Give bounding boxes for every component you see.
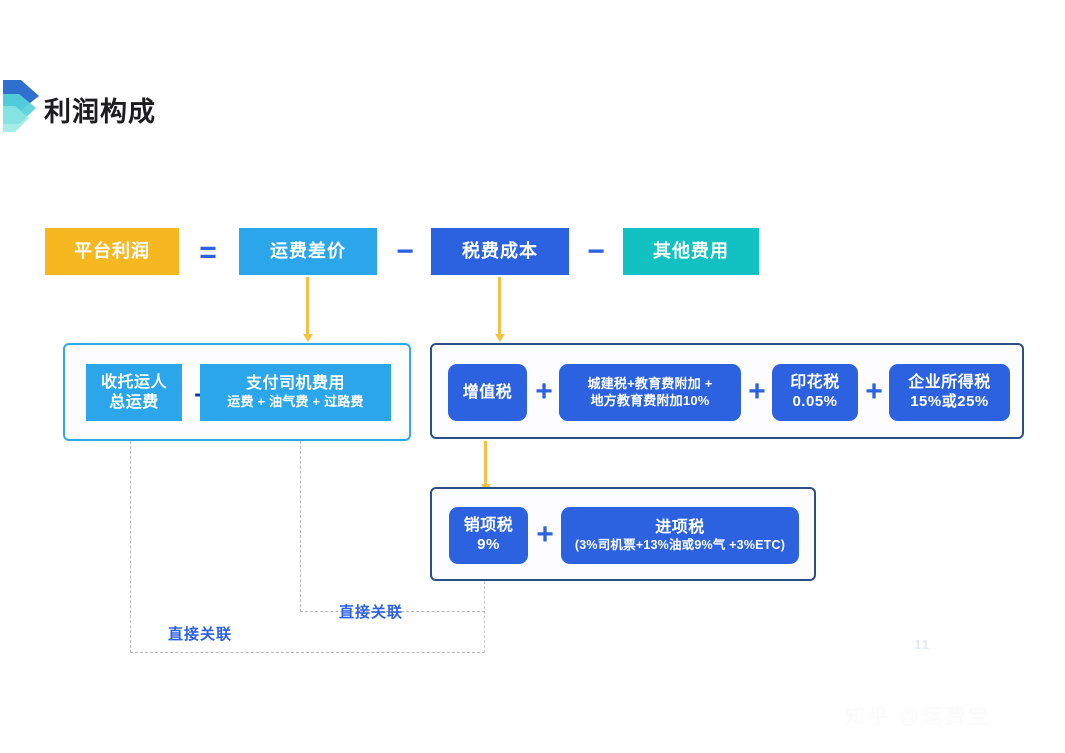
relation-line-right-vertical (484, 581, 485, 653)
relation-line-left-horizontal (130, 652, 485, 653)
layered-chevron-logo-icon (3, 80, 39, 132)
freight-shipper-total-box: 收托运人 总运费 (86, 364, 182, 421)
relation-line-middle-vertical (300, 441, 301, 612)
equation-term-label: 运费差价 (270, 240, 346, 261)
tax-operator-plus-3: + (865, 375, 883, 408)
vat-output-tax-title: 销项税 (463, 517, 514, 535)
connector-freight-down (306, 277, 309, 335)
equation-term-label: 税费成本 (462, 240, 538, 261)
tax-item-stamp-duty-box: 印花税 0.05% (772, 364, 858, 421)
connector-tax-down (498, 277, 501, 335)
equation-term-platform-profit: 平台利润 (45, 228, 179, 275)
equation-term-tax-cost: 税费成本 (431, 228, 569, 275)
equation-term-other-fees: 其他费用 (623, 228, 759, 275)
tax-item-title: 城建税+教育费附加 + (587, 376, 713, 392)
relation-line-middle-horizontal (300, 611, 485, 612)
tax-item-vat-box: 增值税 (448, 364, 527, 421)
page-header: 利润构成 (0, 76, 400, 136)
tax-item-sub: 15%或25% (910, 393, 989, 411)
tax-breakdown-panel: 增值税 + 城建税+教育费附加 + 地方教育费附加10% + 印花税 0.05%… (430, 343, 1024, 439)
connector-vat-down (484, 441, 487, 485)
vat-breakdown-panel: 销项税 9% + 进项税 (3%司机票+13%油或9%气 +3%ETC) (430, 487, 816, 581)
page-number: 11 (914, 637, 930, 652)
vat-output-tax-box: 销项税 9% (449, 507, 528, 564)
operator-minus-2: − (587, 235, 605, 268)
tax-item-sub: 地方教育费附加10% (590, 392, 710, 408)
freight-shipper-total-line1: 收托运人 (100, 373, 167, 391)
tax-item-income-tax-box: 企业所得税 15%或25% (889, 364, 1010, 421)
tax-item-sub: 0.05% (792, 393, 838, 411)
freight-driver-payment-detail: 运费 + 油气费 + 过路费 (227, 394, 364, 410)
vat-operator-plus: + (536, 518, 554, 551)
freight-driver-payment-box: 支付司机费用 运费 + 油气费 + 过路费 (200, 364, 391, 421)
freight-driver-payment-title: 支付司机费用 (245, 375, 345, 393)
equation-term-label: 其他费用 (653, 240, 729, 261)
operator-minus-1: − (396, 235, 414, 268)
tax-item-surcharges-box: 城建税+教育费附加 + 地方教育费附加10% (559, 364, 741, 421)
tax-operator-plus-2: + (748, 375, 766, 408)
vat-input-tax-title: 进项税 (655, 518, 705, 536)
vat-output-tax-sub: 9% (477, 536, 500, 554)
tax-operator-plus-1: + (535, 375, 553, 408)
freight-breakdown-panel: 收托运人 总运费 − 支付司机费用 运费 + 油气费 + 过路费 (63, 343, 411, 441)
relation-line-left-vertical (130, 441, 131, 653)
freight-shipper-total-line2: 总运费 (109, 393, 159, 411)
relation-label-middle: 直接关联 (339, 604, 404, 621)
vat-input-tax-detail: (3%司机票+13%油或9%气 +3%ETC) (574, 537, 786, 552)
equation-term-freight-margin: 运费差价 (239, 228, 377, 275)
watermark: 知乎 @运费宝 (845, 706, 992, 728)
vat-input-tax-box: 进项税 (3%司机票+13%油或9%气 +3%ETC) (561, 507, 799, 564)
tax-item-title: 增值税 (462, 383, 513, 401)
operator-equals: = (199, 236, 217, 269)
tax-item-title: 企业所得税 (908, 374, 991, 392)
page-title: 利润构成 (44, 97, 156, 127)
equation-term-label: 平台利润 (74, 240, 150, 261)
relation-label-left: 直接关联 (168, 626, 233, 643)
tax-item-title: 印花税 (790, 374, 840, 392)
